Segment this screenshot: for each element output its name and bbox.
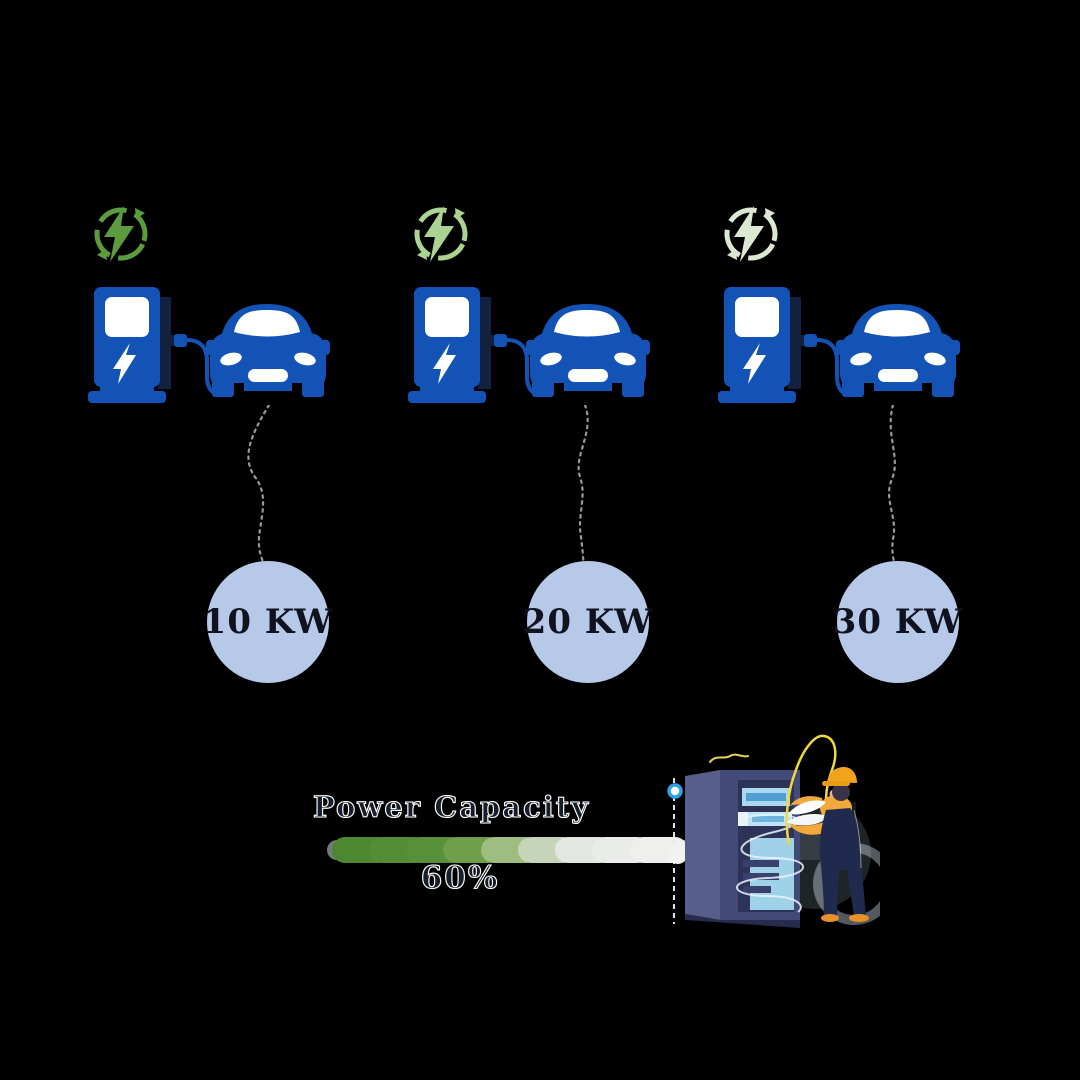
worker-hair xyxy=(832,783,850,801)
checklist-paper xyxy=(786,814,828,826)
cabinet-side xyxy=(685,770,720,920)
worker-arm xyxy=(788,822,826,835)
power-rating-badge: 20 KW xyxy=(523,561,652,683)
ev-charger-and-car-illustration xyxy=(88,287,330,403)
car-icon xyxy=(526,304,650,399)
cable-squiggle xyxy=(709,753,749,763)
checklist-paper xyxy=(788,800,826,815)
dotted-connector-line xyxy=(247,405,271,567)
power-rating-badge: 30 KW xyxy=(833,561,962,683)
bar-end-cap xyxy=(668,842,688,864)
screen-inner xyxy=(746,793,786,801)
dotted-connector-line xyxy=(577,405,589,567)
green-energy-bolt-icon xyxy=(414,206,468,262)
station-group-3: 30 KW xyxy=(718,203,970,693)
power-capacity-bar xyxy=(327,837,697,863)
hard-hat-brim xyxy=(822,781,850,786)
power-rating-label: 30 KW xyxy=(832,602,964,642)
node-ring-icon xyxy=(667,783,683,799)
dotted-connector-line xyxy=(887,405,897,567)
hard-hat-icon xyxy=(828,767,857,783)
screen-tab xyxy=(738,812,748,826)
ev-charger-and-car-illustration xyxy=(408,287,650,403)
power-capacity-title: Power Capacity xyxy=(312,789,591,824)
power-rating-badge: 10 KW xyxy=(203,561,332,683)
power-rating-label: 10 KW xyxy=(202,602,334,642)
power-capacity-percent: 60% xyxy=(420,859,500,896)
car-icon xyxy=(206,304,330,399)
technician-figure xyxy=(786,767,869,922)
technician-at-charging-cabinet-illustration xyxy=(667,734,880,928)
panel-bar xyxy=(743,873,779,880)
worker-shoe xyxy=(849,914,869,922)
worker-overalls xyxy=(819,808,866,916)
screen-inner xyxy=(752,816,784,822)
green-energy-bolt-icon xyxy=(94,206,148,262)
ev-charger-and-car-illustration xyxy=(718,287,960,403)
panel-bar xyxy=(743,886,771,893)
green-energy-bolt-icon xyxy=(724,206,778,262)
overalls-seam xyxy=(853,809,862,869)
panel-bar xyxy=(743,860,779,867)
car-icon xyxy=(836,304,960,399)
power-rating-label: 20 KW xyxy=(522,602,654,642)
charger-icon xyxy=(408,287,549,403)
charger-icon xyxy=(718,287,859,403)
cabinet-base xyxy=(685,914,800,928)
station-group-2: 20 KW xyxy=(408,203,660,693)
station-group-1: 10 KW xyxy=(88,203,340,693)
worker-shoe xyxy=(821,914,839,922)
